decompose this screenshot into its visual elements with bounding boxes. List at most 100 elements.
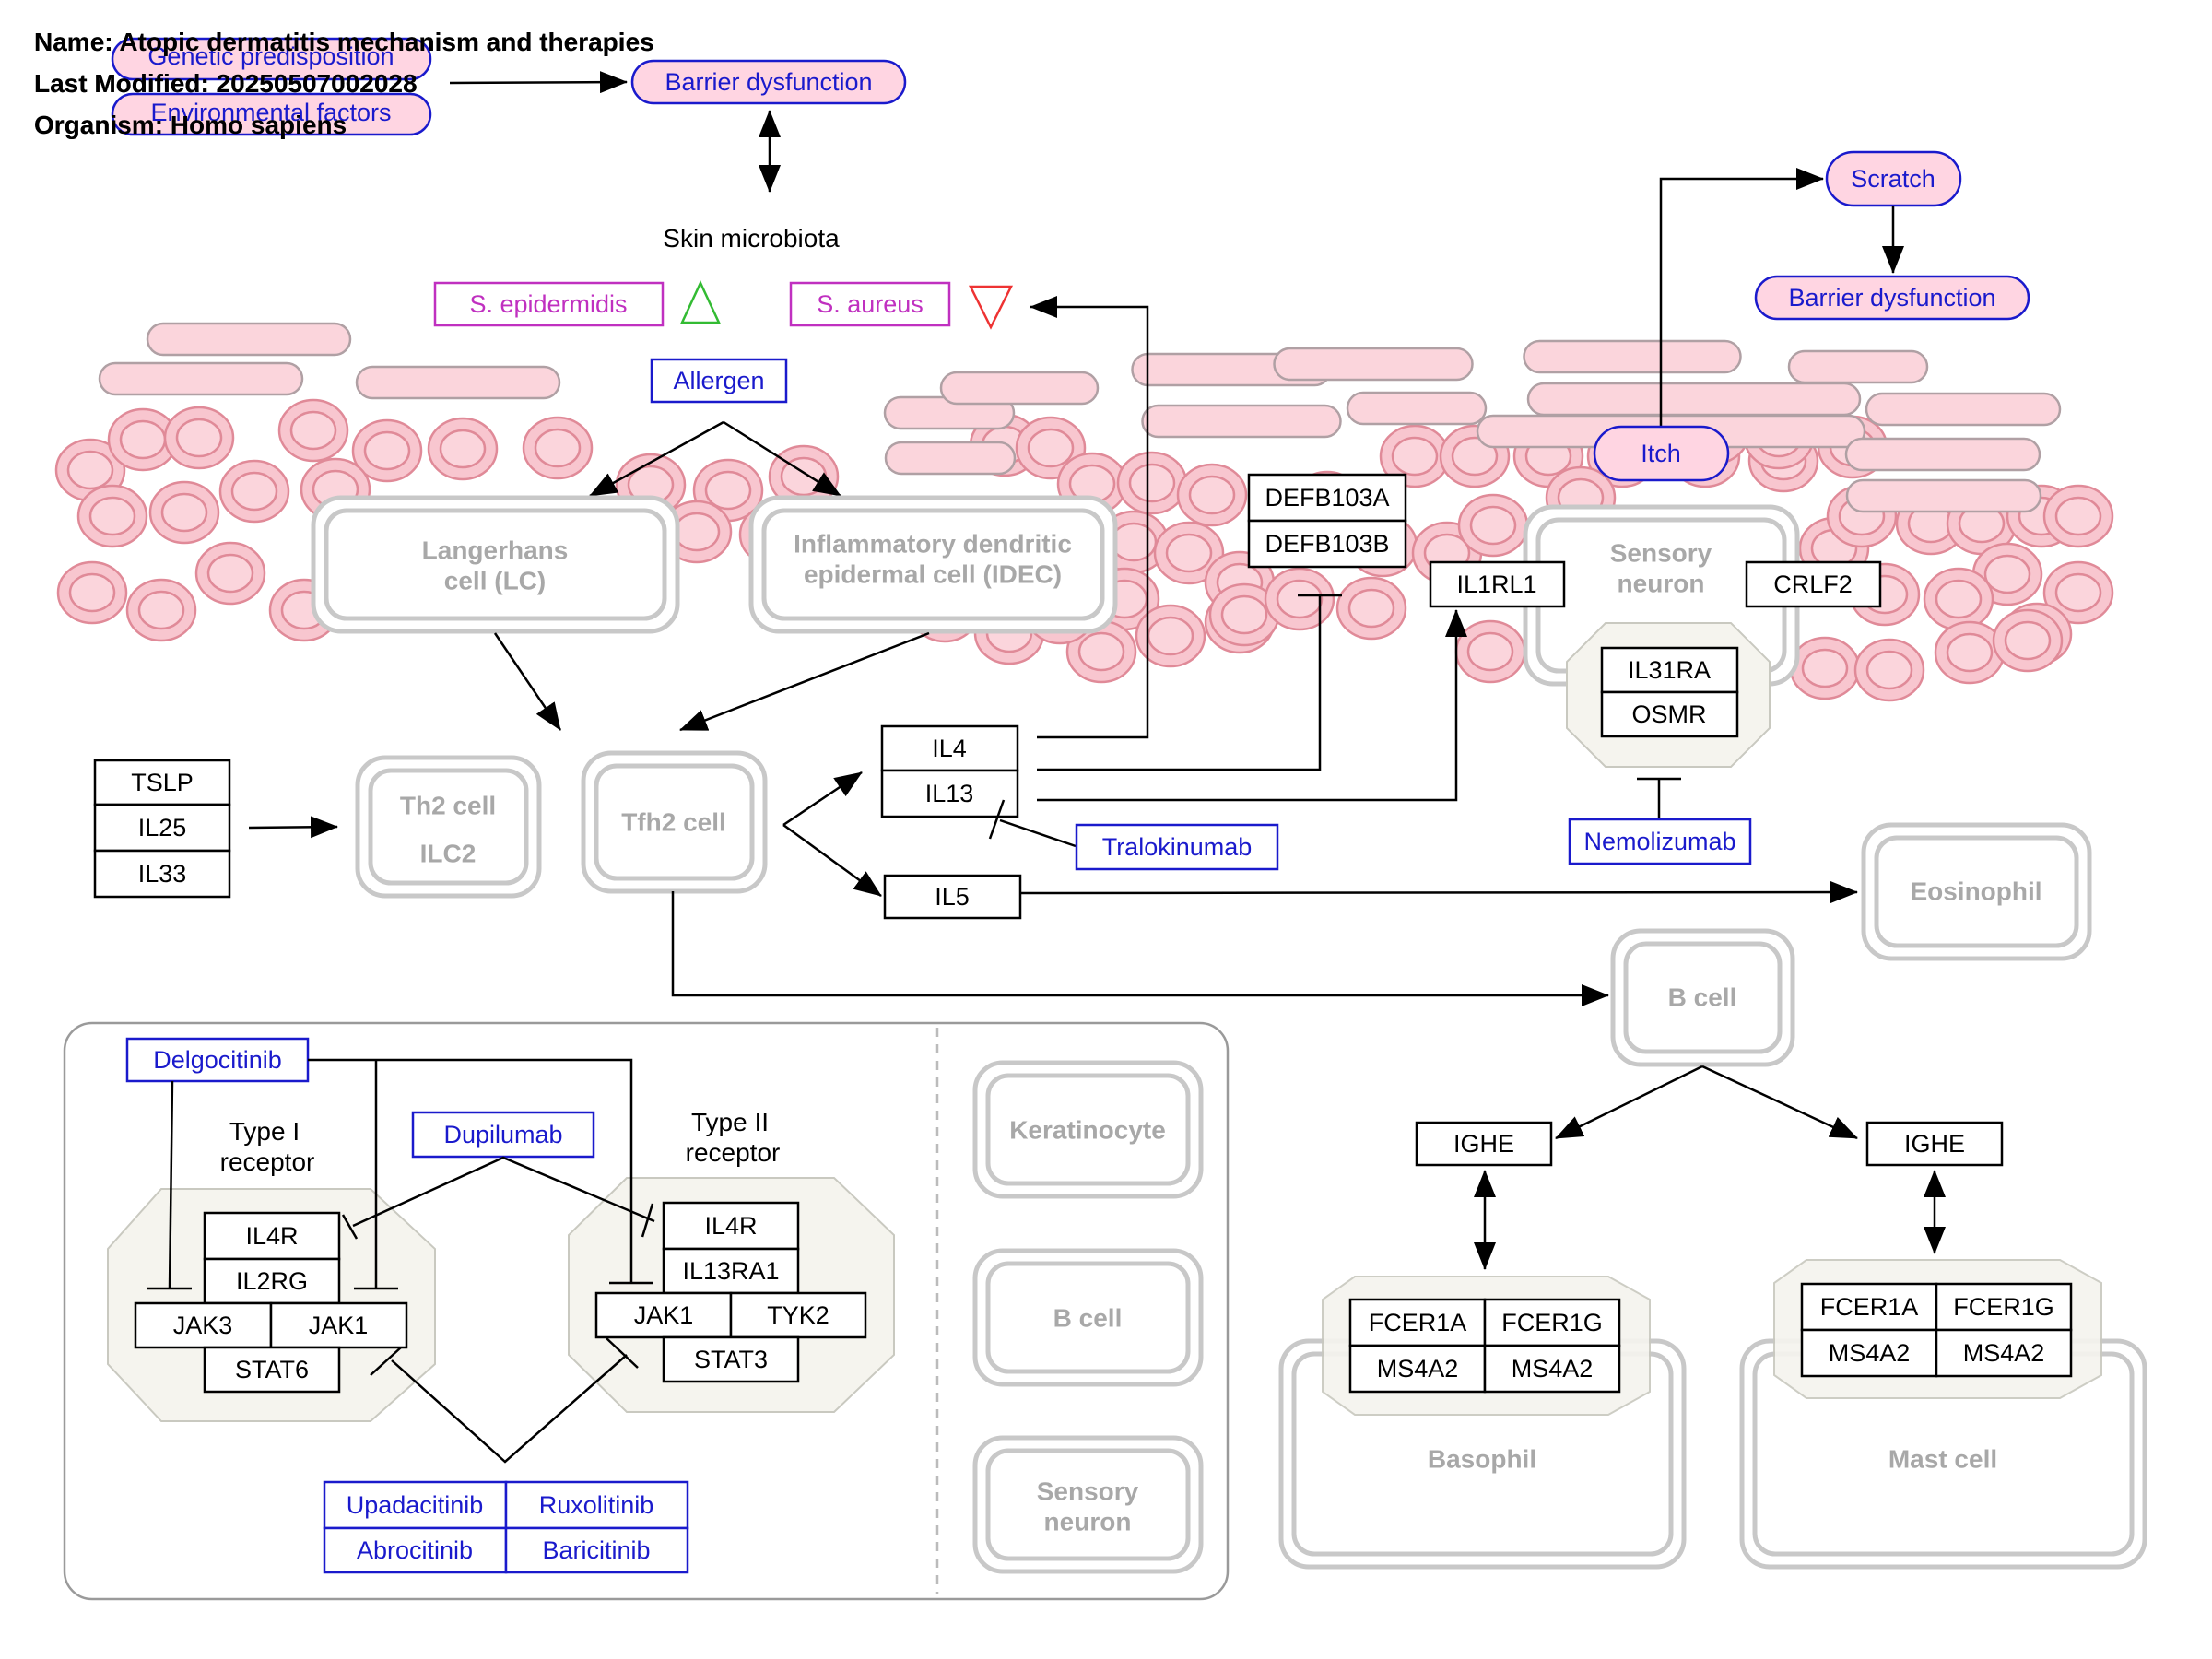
type2-title-2: receptor xyxy=(686,1138,781,1167)
mast-fcer1g-node[interactable]: FCER1G xyxy=(1935,1282,2073,1332)
ruxolitinib-node[interactable]: Ruxolitinib xyxy=(504,1480,689,1530)
t2-il13ra1-node[interactable]: IL13RA1 xyxy=(662,1247,800,1295)
th2-cell[interactable]: Th2 cell ILC2 xyxy=(355,755,542,899)
environmental-factors-label: Environmental factors xyxy=(150,99,391,126)
tslp-node[interactable]: TSLP xyxy=(93,759,231,806)
environmental-factors-node[interactable]: Environmental factors xyxy=(111,92,432,136)
mast-fcer1a-label: FCER1A xyxy=(1820,1293,1919,1321)
edge-tralokinumab-il13 xyxy=(999,818,1077,848)
defb103b-node[interactable]: DEFB103B xyxy=(1247,519,1407,569)
delgocitinib-node[interactable]: Delgocitinib xyxy=(125,1037,310,1083)
inhibit-t1il4r-bar xyxy=(341,1214,359,1240)
ighe-node-2[interactable]: IGHE xyxy=(1865,1121,2004,1167)
il25-label: IL25 xyxy=(138,814,187,841)
il33-node[interactable]: IL33 xyxy=(93,849,231,899)
langerhans-label-2: cell (LC) xyxy=(444,567,546,595)
mast-fcer1g-label: FCER1G xyxy=(1953,1293,2054,1321)
edge-bcell-ighe1 xyxy=(1555,1065,1703,1140)
langerhans-cell[interactable]: Langerhans cell (LC) xyxy=(311,495,680,634)
barrier-dysfunction-label-2: Barrier dysfunction xyxy=(1788,284,1995,312)
t1-il2rg-node[interactable]: IL2RG xyxy=(203,1257,341,1305)
edge-idec-tfh2 xyxy=(679,631,930,732)
t1-il2rg-label: IL2RG xyxy=(236,1267,308,1295)
il31ra-node[interactable]: IL31RA xyxy=(1600,646,1739,694)
abrocitinib-label: Abrocitinib xyxy=(357,1536,473,1564)
nemolizumab-node[interactable]: Nemolizumab xyxy=(1568,818,1752,865)
tralokinumab-node[interactable]: Tralokinumab xyxy=(1075,823,1279,871)
mast-cell-label: Mast cell xyxy=(1888,1445,1997,1474)
edge-lc-tfh2 xyxy=(493,632,562,731)
t1-jak3-label: JAK3 xyxy=(173,1312,233,1339)
legend-keratinocyte: Keratinocyte xyxy=(972,1060,1204,1199)
inhibit-t2il4r-bar xyxy=(641,1203,654,1238)
baso-fcer1a-node[interactable]: FCER1A xyxy=(1348,1298,1487,1347)
t2-il4r-node[interactable]: IL4R xyxy=(662,1201,800,1251)
s-aureus-node[interactable]: S. aureus xyxy=(789,281,951,327)
barrier-dysfunction-node-2[interactable]: Barrier dysfunction xyxy=(1754,275,2030,321)
eosinophil-cell[interactable]: Eosinophil xyxy=(1861,822,2092,961)
tfh2-cell[interactable]: Tfh2 cell xyxy=(581,750,768,894)
delgocitinib-label: Delgocitinib xyxy=(153,1046,282,1074)
osmr-label: OSMR xyxy=(1632,700,1707,728)
s-aureus-label: S. aureus xyxy=(817,290,924,318)
t2-stat3-label: STAT3 xyxy=(694,1346,768,1373)
t2-tyk2-node[interactable]: TYK2 xyxy=(729,1291,867,1339)
mast-ms4a2-node-2[interactable]: MS4A2 xyxy=(1935,1328,2073,1378)
edge-delgo-t2jak1 xyxy=(308,1058,633,1283)
baso-fcer1g-node[interactable]: FCER1G xyxy=(1483,1298,1621,1347)
dupilumab-node[interactable]: Dupilumab xyxy=(411,1111,595,1159)
t1-il4r-node[interactable]: IL4R xyxy=(203,1211,341,1261)
il31ra-label: IL31RA xyxy=(1628,656,1711,684)
legend-bcell-label: B cell xyxy=(1053,1304,1123,1333)
upadacitinib-node[interactable]: Upadacitinib xyxy=(323,1480,508,1530)
t2-stat3-node[interactable]: STAT3 xyxy=(662,1335,800,1383)
crlf2-node[interactable]: CRLF2 xyxy=(1745,560,1882,608)
edge-il5-eosinophil xyxy=(1019,881,1858,904)
il5-node[interactable]: IL5 xyxy=(883,874,1022,920)
defb103a-node[interactable]: DEFB103A xyxy=(1247,473,1407,523)
il4-node[interactable]: IL4 xyxy=(880,724,1019,772)
baricitinib-node[interactable]: Baricitinib xyxy=(504,1526,689,1574)
abrocitinib-node[interactable]: Abrocitinib xyxy=(323,1526,508,1574)
mast-fcer1a-node[interactable]: FCER1A xyxy=(1800,1282,1938,1332)
ighe-label-1: IGHE xyxy=(1453,1130,1514,1158)
itch-node[interactable]: Itch xyxy=(1593,425,1730,482)
t2-il4r-label: IL4R xyxy=(704,1212,757,1240)
last-modified-overlay: Last Modified: 20250507002028 xyxy=(34,69,418,98)
baso-ms4a2-node-1[interactable]: MS4A2 xyxy=(1348,1344,1487,1394)
ighe-node-1[interactable]: IGHE xyxy=(1415,1121,1553,1167)
inhibit-t2jak1-bar-2 xyxy=(606,1337,639,1369)
ruxolitinib-label: Ruxolitinib xyxy=(539,1491,654,1519)
genetic-predisposition-node[interactable]: Genetic predisposition xyxy=(111,37,432,81)
baso-fcer1g-label: FCER1G xyxy=(1501,1309,1603,1336)
t1-stat6-node[interactable]: STAT6 xyxy=(203,1346,341,1394)
il25-node[interactable]: IL25 xyxy=(93,803,231,853)
b-cell[interactable]: B cell xyxy=(1610,928,1795,1067)
baso-ms4a2-label-1: MS4A2 xyxy=(1377,1355,1459,1382)
genetic-predisposition-label: Genetic predisposition xyxy=(147,42,394,70)
metadata-overlay: Name: Atopic dermatitis mechanism and th… xyxy=(34,28,654,139)
s-epidermidis-label: S. epidermidis xyxy=(469,290,627,318)
legend-sensory-label-2: neuron xyxy=(1044,1508,1132,1536)
il13-node[interactable]: IL13 xyxy=(880,769,1019,818)
il1rl1-node[interactable]: IL1RL1 xyxy=(1429,560,1566,608)
idec-cell[interactable]: Inflammatory dendritic epidermal cell (I… xyxy=(748,495,1118,634)
osmr-node[interactable]: OSMR xyxy=(1600,690,1739,738)
baso-ms4a2-node-2[interactable]: MS4A2 xyxy=(1483,1344,1621,1394)
allergen-node[interactable]: Allergen xyxy=(650,358,788,404)
mast-ms4a2-node-1[interactable]: MS4A2 xyxy=(1800,1328,1938,1378)
t2-jak1-node[interactable]: JAK1 xyxy=(594,1291,733,1339)
s-epidermidis-node[interactable]: S. epidermidis xyxy=(433,281,665,327)
scratch-node[interactable]: Scratch xyxy=(1825,150,1962,207)
ilc2-label: ILC2 xyxy=(420,840,477,868)
type1-title-1: Type I xyxy=(229,1117,300,1146)
baso-ms4a2-label-2: MS4A2 xyxy=(1512,1355,1594,1382)
t2-il13ra1-label: IL13RA1 xyxy=(682,1257,779,1285)
t1-jak3-node[interactable]: JAK3 xyxy=(134,1301,273,1349)
barrier-dysfunction-node-1[interactable]: Barrier dysfunction xyxy=(630,59,907,105)
t1-jak1-node[interactable]: JAK1 xyxy=(269,1301,408,1349)
t2-tyk2-label: TYK2 xyxy=(767,1301,830,1329)
legend-bcell: B cell xyxy=(972,1248,1204,1387)
scratch-label: Scratch xyxy=(1851,165,1936,193)
